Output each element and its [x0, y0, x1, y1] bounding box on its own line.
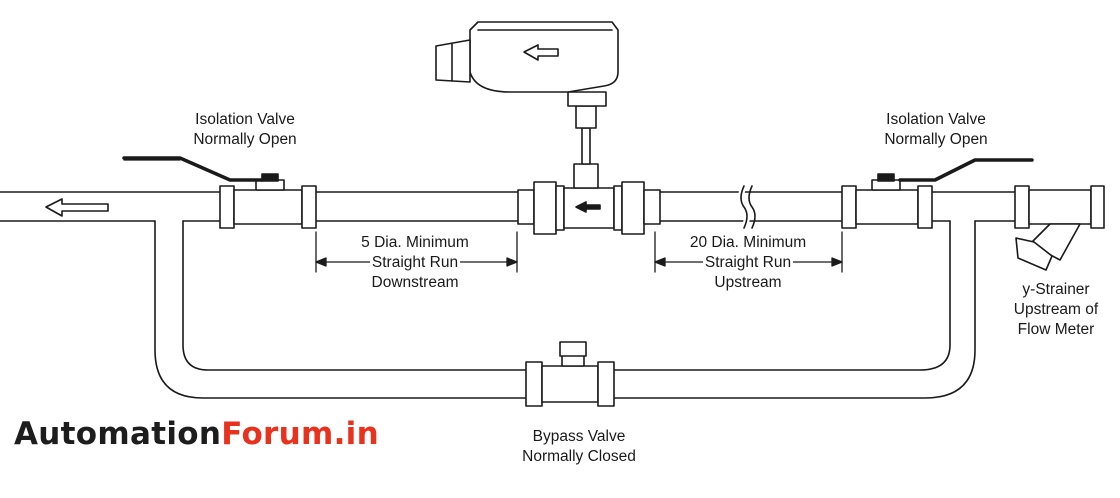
brand-part1: Automation — [14, 416, 222, 452]
downstream-label-line2: Straight Run — [369, 253, 461, 273]
bypass-label-line1: Bypass Valve — [532, 428, 626, 445]
transmitter-stem — [568, 92, 606, 188]
left-isolation-valve-label: Isolation Valve Normally Open — [160, 110, 330, 150]
upstream-run-label: 20 Dia. Minimum Straight Run Upstream — [668, 233, 828, 293]
strainer-label-line2: Upstream of — [1013, 301, 1099, 318]
right-isolation-valve-label: Isolation Valve Normally Open — [851, 110, 1021, 150]
pipe-break-marks — [741, 186, 755, 228]
flow-meter-body — [518, 182, 660, 234]
left-isolation-valve — [124, 158, 316, 228]
brand-part2: Forum.in — [221, 416, 379, 452]
transmitter-head — [436, 22, 618, 92]
downstream-run-label: 5 Dia. Minimum Straight Run Downstream — [335, 233, 495, 293]
upstream-label-line3: Upstream — [714, 274, 782, 291]
right-valve-label-line2: Normally Open — [884, 131, 988, 148]
left-valve-label-line1: Isolation Valve — [195, 111, 295, 128]
upstream-label-line2: Straight Run — [702, 253, 794, 273]
upstream-label-line1: 20 Dia. Minimum — [668, 233, 828, 253]
bypass-label-line2: Normally Closed — [522, 448, 636, 465]
y-strainer-label: y-Strainer Upstream of Flow Meter — [996, 280, 1116, 340]
bypass-valve — [526, 342, 614, 406]
left-valve-label-line2: Normally Open — [193, 131, 297, 148]
y-strainer — [1015, 186, 1104, 270]
strainer-label-line1: y-Strainer — [1022, 281, 1090, 298]
bypass-valve-label: Bypass Valve Normally Closed — [494, 427, 664, 467]
downstream-label-line1: 5 Dia. Minimum — [335, 233, 495, 253]
right-isolation-valve — [842, 160, 1032, 228]
strainer-label-line3: Flow Meter — [1017, 321, 1095, 338]
arrow-left-icon — [46, 199, 108, 216]
brand-watermark: AutomationForum.in — [14, 416, 379, 452]
downstream-label-line3: Downstream — [371, 274, 459, 291]
right-valve-label-line1: Isolation Valve — [886, 111, 986, 128]
